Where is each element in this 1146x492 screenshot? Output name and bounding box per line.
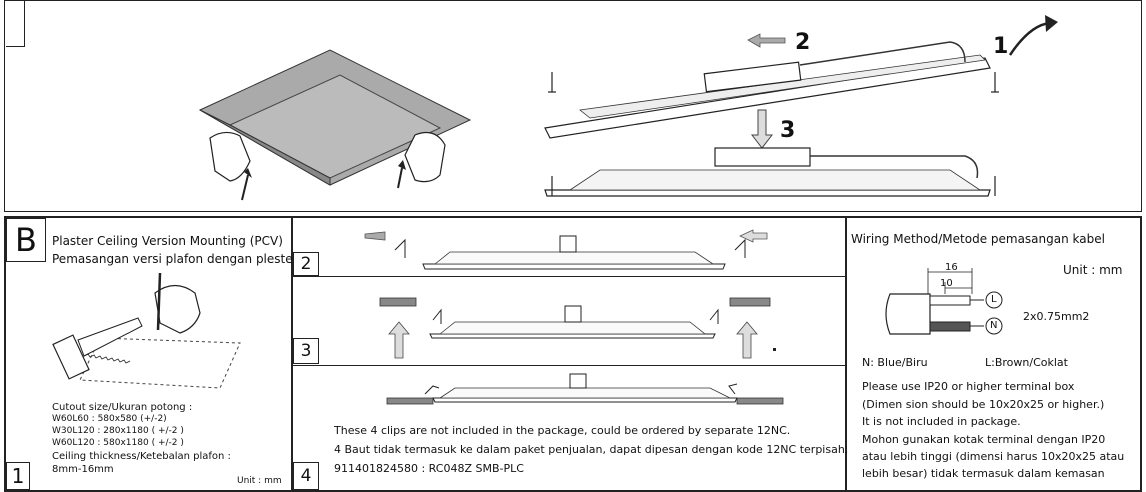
section-b-step-1: 1: [6, 462, 30, 490]
wiring-note-5: atau lebih tinggi (dimensi harus 10x20x2…: [862, 450, 1125, 463]
terminal-n-label: N: [990, 320, 998, 331]
row-divider-2: [293, 365, 845, 366]
wiring-note-6: lebih besar) tidak termasuk dalam kemasa…: [862, 467, 1105, 480]
legend-neutral: N: Blue/Biru: [862, 356, 928, 369]
step-3-badge: 3: [293, 338, 319, 364]
saw-cutting-illustration: [52, 272, 241, 389]
bottom-panel: [4, 216, 1142, 492]
step-4-illustration: [386, 373, 784, 405]
step-2-badge: 2: [293, 252, 319, 276]
cutout-w60l60: W60L60 : 580x580 (+/-2): [52, 414, 167, 424]
corner-mark: [6, 0, 25, 47]
cutout-w30l120: W30L120 : 280x1180 ( +/-2 ): [52, 426, 184, 436]
cable-spec: 2x0.75mm2: [1023, 310, 1090, 323]
wiring-note-1: Please use IP20 or higher terminal box: [862, 380, 1075, 393]
dim-10: 10: [940, 278, 953, 289]
wiring-note-4: Mohon gunakan kotak terminal dengan IP20: [862, 433, 1106, 446]
step-2-illustration: [364, 229, 768, 270]
wiring-title: Wiring Method/Metode pemasangan kabel: [851, 232, 1105, 246]
section-title-id: Pemasangan versi plafon dengan plester: [52, 252, 298, 266]
section-title-en: Plaster Ceiling Version Mounting (PCV): [52, 234, 283, 248]
step-3-illustration: [379, 297, 776, 359]
step-4-badge: 4: [293, 462, 319, 490]
wiring-unit: Unit : mm: [1063, 263, 1123, 277]
top-step-1: 1: [993, 34, 1009, 59]
wiring-note-3: It is not included in package.: [862, 415, 1021, 428]
terminal-l-label: L: [991, 294, 997, 305]
clips-note-id: 4 Baut tidak termasuk ke dalam paket pen…: [334, 443, 849, 456]
part-code: 911401824580 : RC048Z SMB-PLC: [334, 462, 524, 475]
clips-note-en: These 4 clips are not included in the pa…: [334, 424, 791, 437]
wiring-note-2: (Dimen sion should be 10x20x25 or higher…: [862, 398, 1105, 411]
top-panel: [4, 0, 1142, 212]
legend-live: L:Brown/Coklat: [985, 356, 1068, 369]
panel-hands-illustration: [198, 49, 472, 201]
wiring-diagram: [885, 268, 1003, 335]
row-divider-1: [293, 276, 845, 277]
divider-left: [291, 218, 293, 491]
top-step-3: 3: [780, 118, 796, 143]
top-step-2: 2: [795, 30, 811, 55]
dim-16: 16: [945, 262, 958, 273]
unit-label: Unit : mm: [237, 476, 282, 486]
cutout-w60l120: W60L120 : 580x1180 ( +/-2 ): [52, 438, 184, 448]
divider-right: [845, 218, 847, 491]
cutout-title: Cutout size/Ukuran potong :: [52, 402, 193, 413]
removal-diagram: [544, 15, 1058, 197]
thickness-label: Ceiling thickness/Ketebalan plafon :: [52, 451, 231, 462]
thickness-value: 8mm-16mm: [52, 464, 114, 475]
section-letter: B: [6, 218, 46, 262]
